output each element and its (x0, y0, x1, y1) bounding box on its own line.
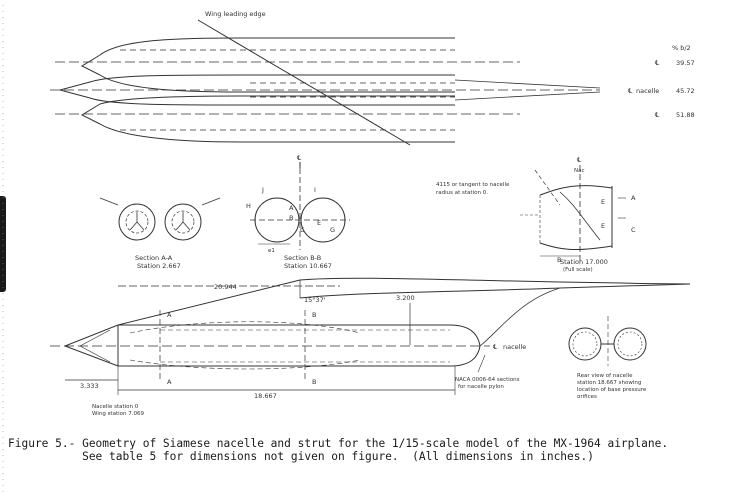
bb-letter-g: G (330, 226, 335, 234)
strut-note-1: 4115 or tangent to nacelle (436, 182, 510, 188)
strut-note-2: radius at station 0. (436, 190, 488, 196)
section-bb-title: Section B-B (284, 254, 321, 262)
svg-text:℄: ℄ (577, 156, 582, 164)
section-aa-station: Station 2.667 (137, 262, 181, 270)
strut-letter-c: C (631, 226, 636, 234)
dim-overall: 20.944 (214, 283, 237, 291)
strut-letter-a: A (631, 194, 636, 202)
rear-note-3: location of base pressure (577, 387, 647, 393)
strut-letter-b: B (557, 256, 561, 264)
span-value-2: 45.72 (676, 87, 695, 95)
section-a-bottom: A (167, 378, 172, 386)
percent-span-header: % b/2 (672, 44, 691, 52)
section-aa: Section A-A Station 2.667 (99, 197, 221, 270)
station0-line1: Nacelle station 0 (92, 404, 139, 410)
plan-view: Wing leading edge % b/2 ℄ 39.57 ℄ nacell… (50, 10, 695, 146)
strut-letter-e2: E (601, 222, 605, 230)
caption-line-2: See table 5 for dimensions not given on … (8, 450, 594, 463)
bb-letter-e: E (317, 219, 321, 227)
nacelle-label-top: nacelle (636, 87, 659, 95)
strut-nac-label: Nac (574, 168, 585, 174)
svg-text:℄: ℄ (655, 111, 660, 119)
section-bb: ℄ e1 H J A B C G E I Section B-B Station… (246, 154, 350, 270)
section-b-bottom: B (312, 378, 316, 386)
section-aa-title: Section A-A (135, 254, 173, 262)
side-view: 20.944 15°37' 3.200 ℄ nacelle A A B B (50, 277, 691, 417)
dim-height: 3.200 (396, 294, 415, 302)
nacelle-label-side: nacelle (503, 343, 526, 351)
wing-edge-label: Wing leading edge (205, 10, 266, 18)
strut-scale: (Full scale) (563, 267, 593, 273)
strut-section: ℄ Nac A C E E B 4115 or tangent to nacel… (436, 156, 636, 273)
svg-text:℄: ℄ (655, 59, 660, 67)
bb-letter-j: J (261, 186, 264, 194)
dim-nose: 3.333 (80, 382, 99, 390)
section-a-top: A (167, 311, 172, 319)
bb-letter-c: C (300, 226, 305, 234)
section-b-top: B (312, 311, 316, 319)
svg-text:e1: e1 (268, 248, 275, 254)
section-bb-station: Station 10.667 (284, 262, 332, 270)
rear-note-4: orifices (577, 394, 597, 400)
svg-text:℄: ℄ (297, 154, 302, 162)
dim-length: 18.667 (254, 392, 277, 400)
bb-letter-h: H (246, 202, 251, 210)
svg-text:℄: ℄ (493, 343, 498, 351)
dim-angle: 15°37' (304, 296, 326, 304)
page-edge-mark (0, 196, 6, 292)
svg-text:℄: ℄ (628, 87, 633, 95)
strut-station: Station 17.000 (560, 258, 608, 266)
naca-note-1: NACA 0006-64 sections (455, 377, 520, 383)
bb-letter-a: A (289, 204, 294, 212)
station0-line2: Wing station 7.069 (92, 411, 144, 417)
rear-note-2: station 18.667 showing (577, 380, 641, 386)
rear-note-1: Rear view of nacelle (577, 373, 633, 379)
strut-letter-e1: E (601, 198, 605, 206)
bb-letter-i: I (314, 186, 316, 194)
wing-leading-edge-line (197, 19, 411, 146)
span-value-1: 39.57 (676, 59, 695, 67)
caption-line-1: Figure 5.- Geometry of Siamese nacelle a… (8, 437, 669, 450)
bb-letter-b: B (289, 214, 293, 222)
rear-view: Rear view of nacelle station 18.667 show… (568, 316, 647, 400)
span-value-3: 51.88 (676, 111, 695, 119)
figure-caption: Figure 5.- Geometry of Siamese nacelle a… (8, 437, 728, 463)
naca-note-2: for nacelle pylon (458, 384, 504, 390)
